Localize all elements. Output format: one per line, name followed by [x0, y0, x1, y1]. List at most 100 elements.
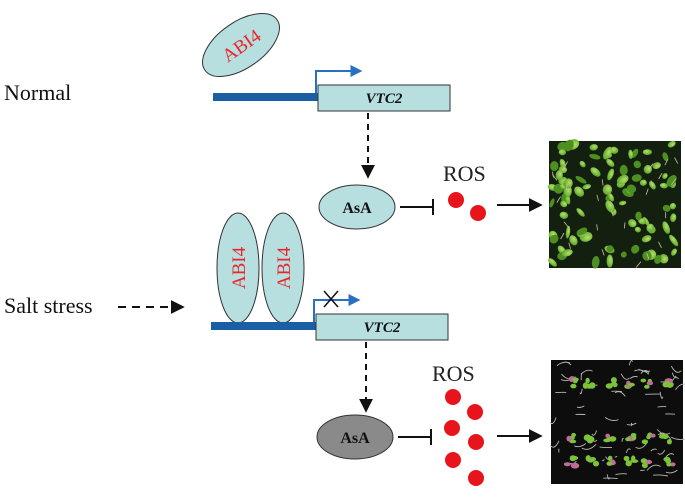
- seedling-leaf: [631, 148, 639, 158]
- seedling-leaf: [560, 200, 568, 208]
- seedling-root: [625, 448, 631, 454]
- stressed-seedling-leaf: [650, 433, 656, 438]
- abi4-label-salt-2: ABI4: [274, 246, 295, 289]
- seedling-root: [621, 437, 624, 442]
- seedling-root: [675, 383, 685, 391]
- seedling-leaf: [591, 256, 600, 269]
- stressed-seedling-leaf: [603, 438, 611, 443]
- seedling-leaf: [634, 226, 641, 233]
- seedling-leaf: [574, 186, 585, 197]
- ros-dot-salt: [445, 389, 461, 405]
- seedling-root: [556, 361, 571, 366]
- seedling-leaf: [602, 184, 613, 195]
- seedling-leaf: [662, 152, 669, 162]
- seedling-stem: [601, 179, 604, 186]
- stressed-seedling-leaf: [570, 462, 580, 469]
- seedling-root: [628, 360, 634, 366]
- seedling-root: [576, 405, 585, 408]
- seedling-root: [606, 474, 611, 480]
- tss-arrow-salt: [313, 294, 361, 322]
- seedling-leaf: [652, 162, 661, 170]
- stressed-seedlings-photo: [549, 360, 685, 484]
- ros-dot-salt: [468, 470, 484, 486]
- stressed-seedling-leaf: [607, 455, 613, 461]
- salt-stress-panel: Salt stress ABI4 ABI4 VTC2 AsA: [4, 212, 685, 486]
- seedling-leaf: [639, 179, 647, 186]
- seedling-root: [581, 443, 597, 450]
- seedling-stem: [611, 209, 614, 217]
- abi4-factor-salt-2: ABI4: [261, 212, 305, 324]
- seedling-leaf: [646, 223, 655, 233]
- seedling-leaf: [631, 244, 640, 254]
- seedling-leaf: [577, 227, 588, 236]
- seedling-root: [604, 417, 619, 421]
- seedling-root: [671, 372, 677, 378]
- stressed-seedling-leaf: [572, 377, 579, 382]
- stressed-seedling-leaf: [659, 433, 665, 438]
- promoter-bar-normal: [213, 93, 319, 101]
- seedling-leaf: [666, 174, 677, 187]
- seedling-leaf: [669, 203, 677, 210]
- seedling-leaf: [662, 221, 670, 234]
- ros-dot-salt: [468, 434, 484, 450]
- abi4-factor-salt-1: ABI4: [216, 212, 260, 324]
- abi4-label-salt-1: ABI4: [229, 246, 250, 289]
- seedling-leaf: [558, 149, 567, 156]
- ros-label-salt: ROS: [432, 361, 475, 386]
- ros-dot-salt: [444, 420, 460, 436]
- seedling-leaf: [638, 218, 647, 225]
- seedling-leaf: [633, 160, 641, 169]
- seedling-leaf: [589, 153, 601, 160]
- seedling-leaf: [659, 182, 668, 189]
- stressed-seedling-leaf: [566, 435, 572, 442]
- seedling-stem: [623, 222, 626, 229]
- seedling-root: [635, 443, 647, 449]
- vtc2-gene-box-salt: [315, 313, 449, 341]
- seedling-stem: [648, 163, 654, 170]
- seedling-stem: [671, 178, 677, 185]
- stressed-seedling-leaf: [570, 383, 577, 389]
- seedling-root: [657, 449, 666, 455]
- seedling-stem: [556, 196, 561, 203]
- seedling-root: [670, 365, 682, 373]
- seedling-leaf: [579, 160, 586, 168]
- stressed-seedling-leaf: [586, 435, 595, 443]
- seedling-leaf: [608, 193, 614, 202]
- ros-label-normal: ROS: [443, 161, 486, 186]
- seedling-stem: [564, 161, 568, 168]
- seedling-root: [601, 458, 605, 462]
- seedling-leaf: [575, 176, 587, 184]
- seedling-leaf: [641, 235, 652, 243]
- seedling-stem: [646, 252, 650, 260]
- stressed-seedling-leaf: [623, 455, 630, 462]
- seedling-stem: [596, 224, 598, 231]
- seedling-stem: [601, 249, 605, 256]
- stressed-seedling-leaf: [563, 462, 571, 467]
- stressed-seedling-leaf: [625, 460, 632, 467]
- stressed-seedling-leaf: [605, 433, 611, 438]
- seedling-stem: [658, 172, 663, 180]
- seedling-leaf: [662, 204, 671, 212]
- seedling-leaf: [642, 149, 653, 156]
- healthy-seedlings-photo: [547, 139, 681, 269]
- asa-label-salt: AsA: [340, 430, 370, 447]
- seedling-leaf: [549, 234, 559, 244]
- ros-dot-salt: [467, 404, 483, 420]
- stressed-seedling-leaf: [669, 462, 676, 467]
- seedling-leaf: [626, 184, 637, 194]
- seedling-stem: [552, 174, 558, 181]
- stressed-seedling-leaf: [640, 378, 647, 383]
- seedling-stem: [560, 232, 565, 240]
- stressed-seedling-leaf: [664, 381, 670, 386]
- normal-condition-label: Normal: [4, 80, 71, 105]
- seedling-leaf: [559, 158, 566, 169]
- stressed-seedling-leaf: [666, 462, 672, 467]
- seedling-leaf: [671, 248, 677, 256]
- seedling-root: [650, 448, 657, 452]
- seedling-root: [665, 469, 678, 474]
- stressed-seedling-leaf: [608, 436, 617, 442]
- salt-stress-condition-label: Salt stress: [4, 293, 93, 318]
- stressed-seedling-leaf: [666, 439, 672, 445]
- stressed-seedling-leaf: [644, 384, 650, 389]
